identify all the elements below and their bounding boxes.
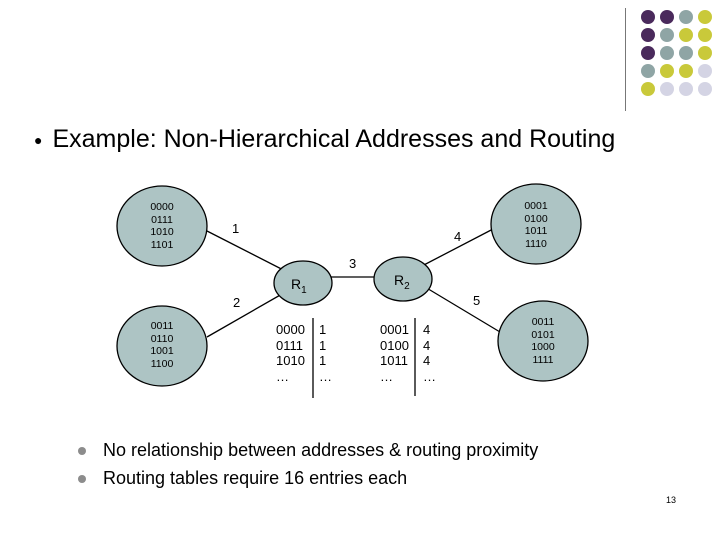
router-letter: R [394,272,405,288]
decor-dot [641,46,655,60]
decor-divider [625,8,626,111]
node-top-right-addresses: 0001 0100 1011 1110 [506,200,566,250]
address: 1110 [525,237,547,250]
address: 1001 [150,345,174,357]
link-5-label: 5 [473,293,481,308]
address: 0110 [150,332,174,345]
table-address-column: 0000 0111 1010 … [276,322,305,384]
router-r1-circle [273,260,333,306]
title-bullet-icon: ● [34,132,43,149]
table-address: 1011 [380,353,408,368]
node-bottom-right-addresses: 0011 0101 1000 1111 [513,316,573,366]
table-port: 1 [319,322,327,337]
table-address: 1010 [276,353,305,368]
bullet-text: No relationship between addresses & rout… [103,440,539,460]
table-address: 0000 [276,322,305,337]
decor-dot [660,28,674,42]
node-bottom-right-circle [497,300,589,382]
address: 1111 [532,353,554,366]
slide-title-text: Example: Non-Hierarchical Addresses and … [52,125,616,153]
page-number: 13 [666,495,677,505]
bullet-dot-icon [78,447,86,456]
table-address: … [380,368,393,384]
decor-dot [641,10,655,24]
link-4-line [419,227,496,268]
decor-dot [660,82,674,96]
address: 0001 [524,200,548,212]
link-2-line [206,289,290,338]
table-port: … [423,368,436,384]
bullet-text: Routing tables require 16 entries each [103,468,408,488]
address: 0100 [524,212,548,225]
table-port: 1 [319,353,327,368]
address: 1011 [524,225,548,237]
decor-dot [660,46,674,60]
decor-dot [679,64,693,78]
slide-title: ● Example: Non-Hierarchical Addresses and… [34,125,615,154]
table-address: … [276,368,289,384]
decor-dot [641,28,655,42]
bullet-item: Routing tables require 16 entries each [78,468,408,489]
table-port: 4 [423,322,431,337]
table-address: 0111 [276,337,303,353]
link-4-label: 4 [454,229,462,244]
bullet-dot-icon [78,475,86,484]
address: 1000 [531,341,555,353]
decor-dot [679,10,693,24]
address: 0011 [531,316,555,328]
decor-dot [641,64,655,78]
router-subscript: 1 [301,284,307,296]
link-3-label: 3 [349,256,357,271]
table-port: 4 [423,337,431,353]
node-top-right-circle [490,183,582,265]
node-top-left-addresses: 0000 0111 1010 1101 [132,201,192,251]
decor-dot [679,28,693,42]
decor-dot [698,46,712,60]
table-port: … [319,368,332,384]
address: 0111 [151,213,173,226]
address: 0101 [531,328,555,341]
table-port: 4 [423,353,431,368]
decor-dot [698,10,712,24]
router-letter: R [291,276,302,292]
address: 1010 [150,226,174,238]
table-address: 0100 [380,337,409,353]
table-address-column: 0001 0100 1011 … [380,322,409,384]
address: 0011 [150,320,174,332]
router-subscript: 2 [404,280,410,292]
decor-dot [679,46,693,60]
table-port-column: 4 4 4 … [423,322,436,384]
decor-dot [679,82,693,96]
address: 0000 [150,201,174,213]
link-1-label: 1 [232,221,240,236]
router-r2-label: R2 [394,272,410,292]
node-bottom-left-circle [116,305,208,387]
table-port: 1 [319,337,327,353]
router-r2-circle [373,256,433,302]
link-5-line [424,286,506,336]
decor-dot [698,28,712,42]
table-port-column: 1 1 1 … [319,322,332,384]
address: 1100 [150,357,174,370]
decor-dot [660,64,674,78]
link-2-label: 2 [233,295,241,310]
node-bottom-left-addresses: 0011 0110 1001 1100 [132,320,192,370]
decor-dot [660,10,674,24]
decor-dot [641,82,655,96]
decor-dot [698,64,712,78]
router-r1-label: R1 [291,276,307,296]
node-top-left-circle [116,185,208,267]
bullet-item: No relationship between addresses & rout… [78,440,539,461]
address: 1101 [150,238,174,251]
table-address: 0001 [380,322,409,337]
decor-dot [698,82,712,96]
